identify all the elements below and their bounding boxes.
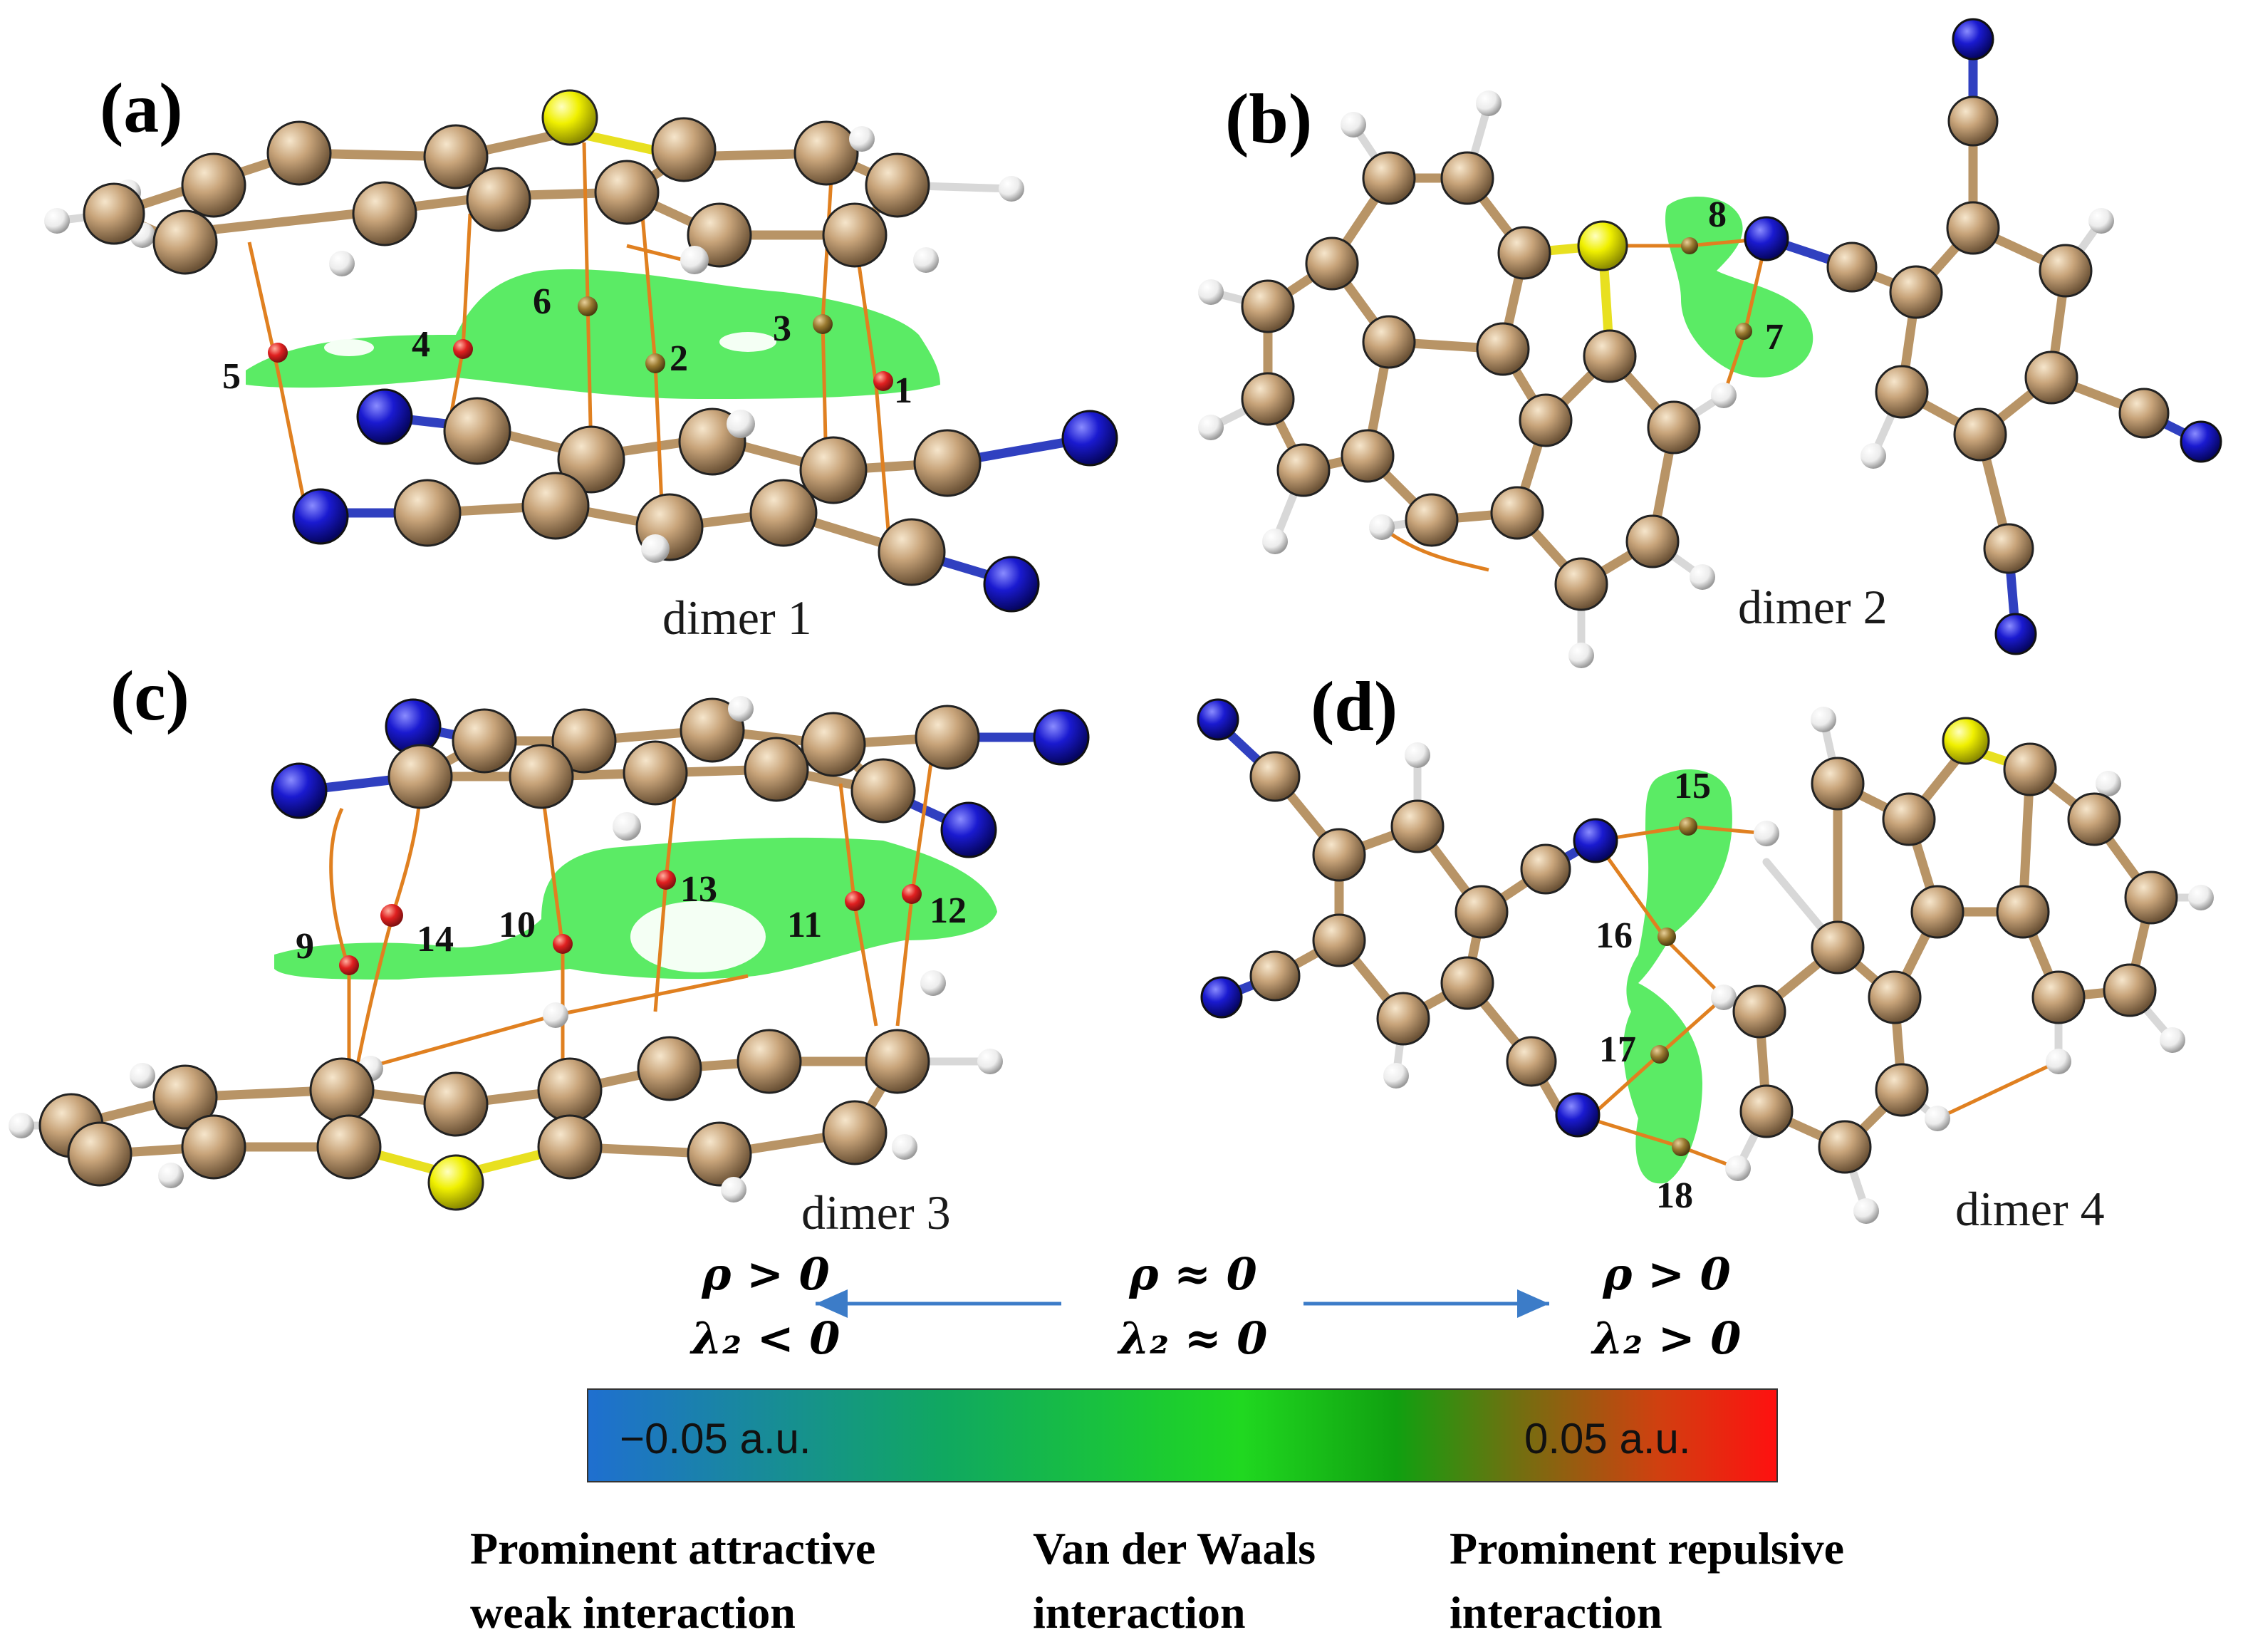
bcp-13 — [656, 870, 676, 890]
bcp-6 — [578, 296, 598, 316]
dimer-label-3: dimer 3 — [801, 1185, 951, 1240]
category-repulsive-line2: interaction — [1450, 1587, 1662, 1638]
bcp-18 — [1672, 1138, 1690, 1156]
bcp-2 — [645, 353, 665, 373]
bcp-label-7: 7 — [1765, 317, 1784, 358]
bcp-11 — [845, 891, 865, 911]
bcp-label-15: 15 — [1674, 766, 1711, 806]
bcp-label-14: 14 — [417, 919, 454, 960]
bcp-label-11: 11 — [787, 905, 822, 945]
bcp-label-18: 18 — [1656, 1175, 1693, 1216]
bcp-label-9: 9 — [296, 926, 314, 967]
bcp-17 — [1650, 1045, 1669, 1064]
panel-c: (c) — [9, 656, 1090, 1240]
bcp-label-17: 17 — [1599, 1029, 1636, 1070]
panel-d: (d) — [1197, 667, 2214, 1236]
bcp-4 — [453, 339, 473, 359]
bcp-label-8: 8 — [1708, 194, 1727, 235]
legend-right-lambda: λ₂ > 0 — [1591, 1312, 1742, 1364]
bcp-label-6: 6 — [533, 281, 551, 322]
legend-left-rho: ρ > 0 — [701, 1248, 830, 1300]
dimer-label-2: dimer 2 — [1738, 580, 1888, 634]
bcp-label-12: 12 — [930, 890, 967, 931]
bcp-3 — [813, 314, 833, 334]
bcp-15 — [1679, 817, 1697, 836]
nci-isosurface-d — [1623, 769, 1732, 1184]
nci-isosurface-c — [274, 837, 997, 980]
category-vdw-line1: Van der Waals — [1033, 1523, 1316, 1574]
bcp-7 — [1735, 323, 1752, 340]
nci-legend: ρ > 0 λ₂ < 0 ρ ≈ 0 λ₂ ≈ 0 ρ > 0 λ₂ > 0 −… — [470, 1248, 1844, 1638]
bcp-5 — [268, 343, 288, 363]
dimer1-bcps — [268, 296, 893, 391]
legend-center-lambda: λ₂ ≈ 0 — [1117, 1312, 1268, 1364]
panel-a: (a) — [44, 68, 1118, 645]
bcp-label-2: 2 — [670, 338, 688, 379]
legend-left-lambda: λ₂ < 0 — [689, 1312, 841, 1364]
bcp-label-10: 10 — [499, 905, 536, 945]
bcp-14 — [380, 904, 403, 927]
panel-b-label: (b) — [1225, 79, 1312, 158]
category-attractive-line1: Prominent attractive — [470, 1523, 875, 1574]
dimer1-atoms — [44, 89, 1118, 613]
bcp-label-1: 1 — [894, 370, 912, 411]
bcp-label-4: 4 — [412, 324, 430, 365]
colorbar — [587, 1388, 1778, 1482]
bcp-8 — [1681, 237, 1698, 254]
dimer3-bcps — [339, 870, 922, 975]
colorbar-max-label: 0.05 a.u. — [1524, 1415, 1691, 1463]
dimer4-bcps — [1650, 817, 1697, 1156]
legend-center-rho: ρ ≈ 0 — [1128, 1248, 1257, 1300]
dimer-label-1: dimer 1 — [662, 591, 812, 645]
bcp-16 — [1657, 928, 1676, 946]
nci-isosurface-a — [246, 269, 940, 399]
nci-isosurface-b — [1665, 197, 1813, 378]
dimer4-atoms — [1197, 698, 2214, 1224]
panel-a-label: (a) — [100, 68, 183, 147]
bcp-label-16: 16 — [1596, 915, 1633, 956]
bcp-label-5: 5 — [222, 356, 241, 397]
category-repulsive-line1: Prominent repulsive — [1450, 1523, 1844, 1574]
dimer2-atoms — [1198, 18, 2222, 668]
panel-c-label: (c) — [110, 656, 189, 735]
bcp-label-13: 13 — [680, 869, 717, 910]
dimer-label-4: dimer 4 — [1955, 1182, 2105, 1236]
bcp-9 — [339, 955, 359, 975]
panel-b: (b) — [1198, 18, 2222, 668]
bcp-label-3: 3 — [773, 308, 791, 349]
dimer3-atoms — [9, 696, 1090, 1211]
legend-right-rho: ρ > 0 — [1602, 1248, 1731, 1300]
category-vdw-line2: interaction — [1033, 1587, 1246, 1638]
panel-d-label: (d) — [1311, 667, 1398, 746]
bcp-1 — [873, 371, 893, 391]
bcp-10 — [553, 934, 573, 954]
bcp-12 — [902, 884, 922, 904]
colorbar-min-label: −0.05 a.u. — [620, 1415, 811, 1463]
category-attractive-line2: weak interaction — [470, 1587, 796, 1638]
